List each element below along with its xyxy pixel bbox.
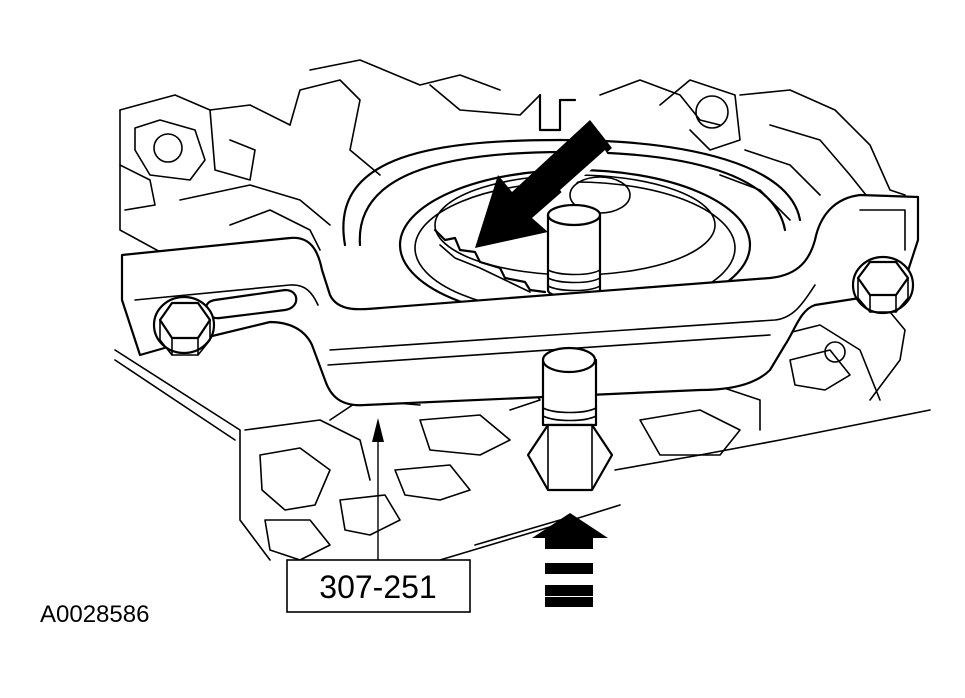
callout-leader [372,418,384,560]
bolt-left [152,295,216,356]
arrow-up-icon [532,513,608,607]
forcing-screw [526,346,614,492]
tool-callout-label: 307-251 [319,569,436,605]
arrow-pointer-icon [475,120,612,248]
tool-callout-box: 307-251 [286,559,471,613]
figure-id: A0028586 [40,601,149,628]
puller-rod [546,203,602,299]
tool-bracket [120,193,920,407]
bolt-right [851,255,915,315]
